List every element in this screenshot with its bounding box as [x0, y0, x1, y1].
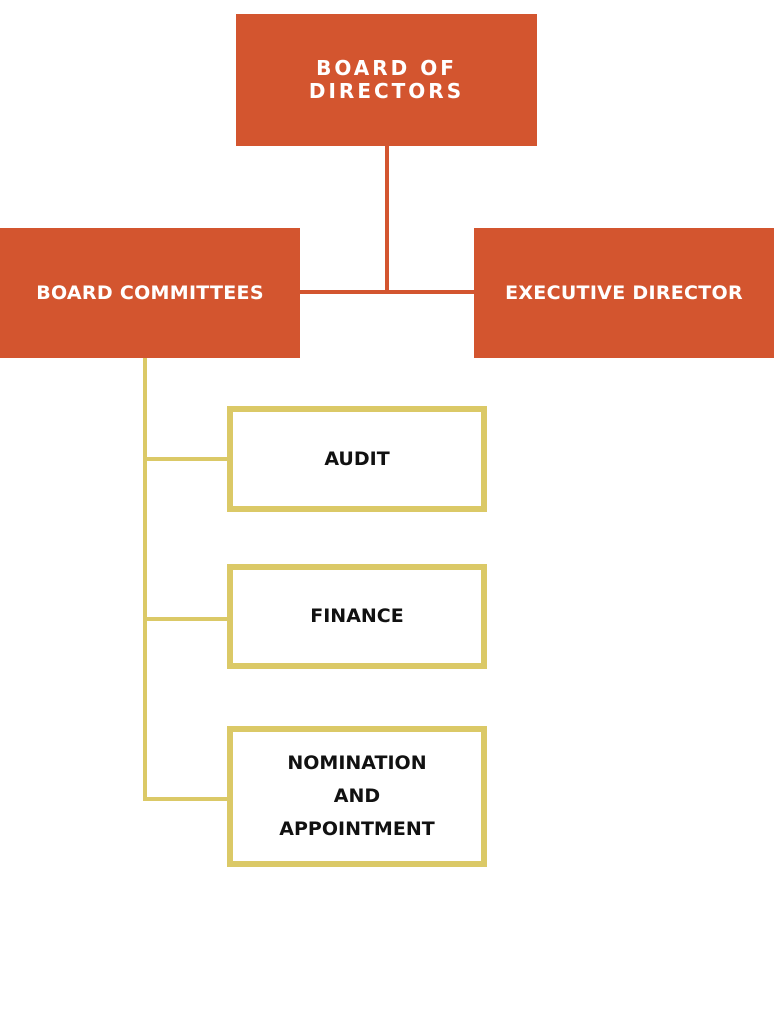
- finance-label: FINANCE: [310, 605, 404, 627]
- audit-label: AUDIT: [324, 447, 390, 470]
- nomination-label-line-3: APPOINTMENT: [279, 818, 435, 840]
- horizontal-connector: [300, 290, 474, 294]
- finance-box: FINANCE: [227, 564, 487, 669]
- board-of-directors-box: BOARD OF DIRECTORS: [236, 14, 537, 146]
- committees-vertical-connector: [143, 358, 147, 801]
- finance-connector: [143, 617, 227, 621]
- board-committees-box: BOARD COMMITTEES: [0, 228, 300, 358]
- executive-director-label: EXECUTIVE DIRECTOR: [505, 282, 743, 304]
- audit-connector: [143, 457, 227, 461]
- nomination-and-appointment-label: NOMINATION AND APPOINTMENT: [279, 747, 434, 846]
- audit-box: AUDIT: [227, 406, 487, 512]
- executive-director-box: EXECUTIVE DIRECTOR: [474, 228, 774, 358]
- nomination-label-line-1: NOMINATION: [287, 752, 427, 774]
- board-to-row-connector: [385, 146, 389, 294]
- nomination-connector: [143, 797, 227, 801]
- nomination-and-appointment-box: NOMINATION AND APPOINTMENT: [227, 726, 487, 867]
- nomination-label-line-2: AND: [333, 785, 381, 807]
- board-committees-label: BOARD COMMITTEES: [36, 282, 264, 304]
- board-of-directors-label: BOARD OF DIRECTORS: [308, 56, 465, 103]
